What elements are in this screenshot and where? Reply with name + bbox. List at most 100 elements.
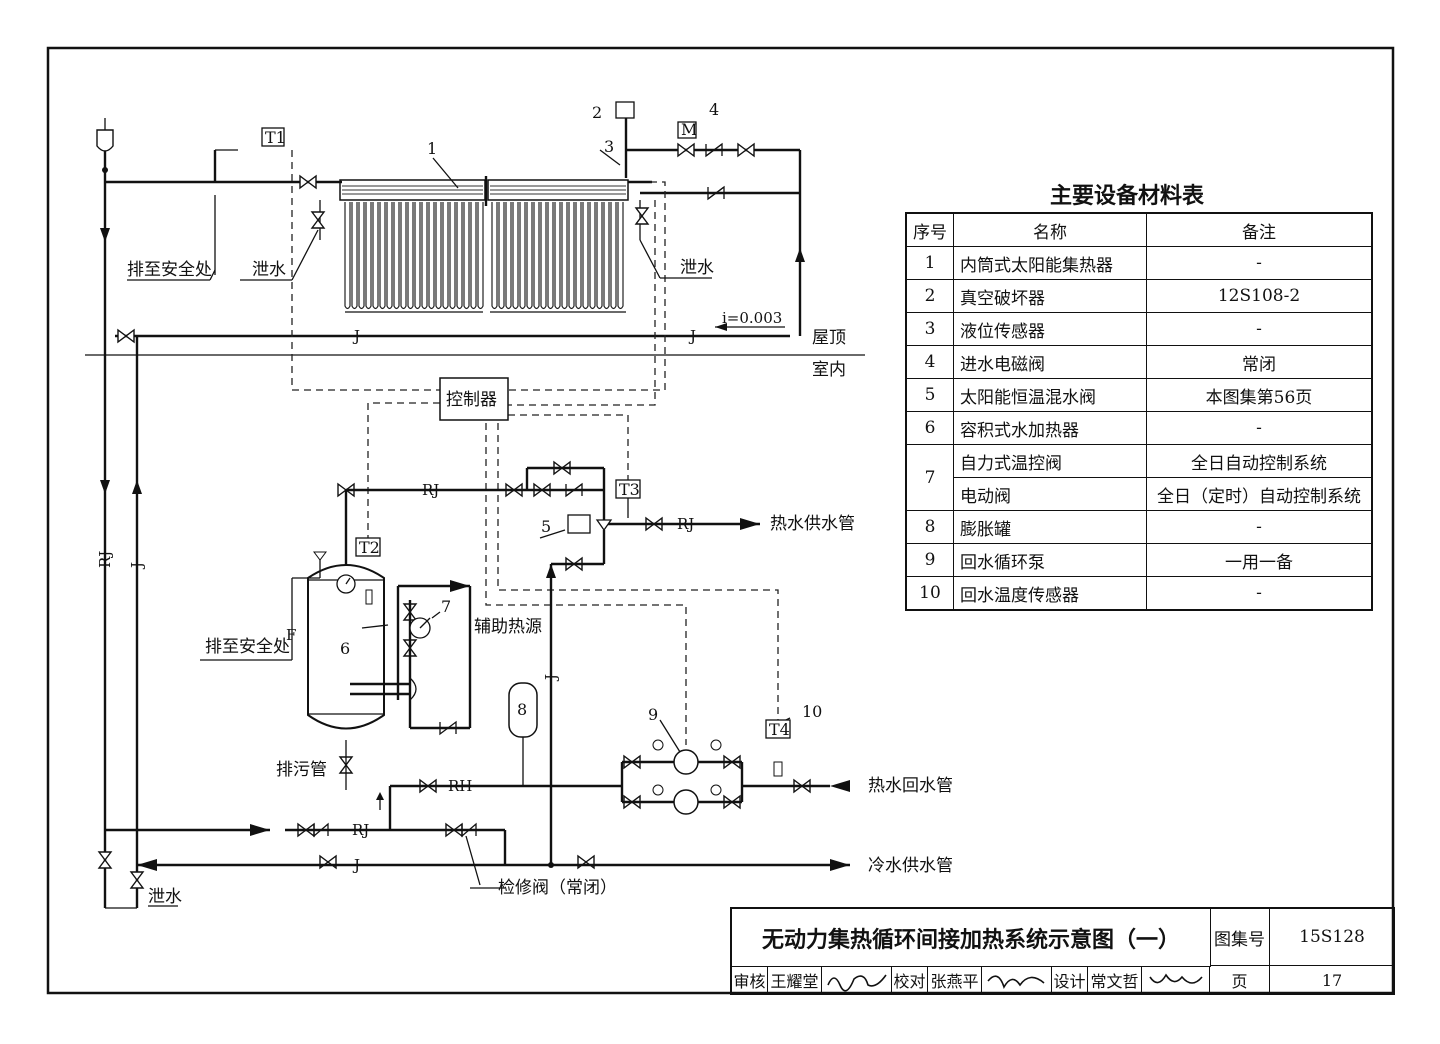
row-name: 液位传感器 xyxy=(953,312,1147,346)
label-roof: 屋顶 xyxy=(812,328,846,348)
row-note: 全日（定时）自动控制系统 xyxy=(1146,477,1373,511)
checker-name: 张燕平 xyxy=(928,966,982,995)
collector-tube xyxy=(512,202,519,310)
collector-tube xyxy=(519,202,526,310)
pipe-code-f: F xyxy=(286,626,296,644)
row-name: 回水温度传感器 xyxy=(953,576,1147,611)
row-name: 膨胀罐 xyxy=(953,510,1147,544)
label-service-valve: 检修阀（常闭） xyxy=(498,878,617,898)
title-block: 无动力集热循环间接加热系统示意图（一） 图集号 15S128 审核 王耀堂 校对… xyxy=(730,907,1395,995)
callout-10: 10 xyxy=(802,702,822,721)
pump-icon xyxy=(673,789,699,815)
row-seq: 3 xyxy=(905,312,954,346)
pipe-code-j-riser: J xyxy=(542,674,560,682)
label-discharge-safe-left: 排至安全处 xyxy=(127,260,212,280)
pipe-code-rj-top: RJ xyxy=(422,481,439,499)
label-aux-heat: 辅助热源 xyxy=(474,617,542,637)
sensor-t3 xyxy=(615,479,641,499)
sensor-t4-label: T4 xyxy=(769,720,790,739)
label-drain-right: 泄水 xyxy=(680,258,714,278)
label-cold-supply: 冷水供水管 xyxy=(868,856,953,876)
designer-name: 常文哲 xyxy=(1088,966,1142,995)
pipe-code-rh: RH xyxy=(448,777,472,795)
row-seq: 1 xyxy=(905,246,954,280)
row-seq: 9 xyxy=(905,543,954,577)
collector-tube xyxy=(470,202,477,310)
design-label: 设计 xyxy=(1052,966,1088,995)
water-heater xyxy=(291,551,417,790)
collector-tube xyxy=(344,202,351,310)
collector-tube xyxy=(498,202,505,310)
sensor-t2-label: T2 xyxy=(359,538,380,557)
row-note: 本图集第56页 xyxy=(1146,378,1373,412)
collector-tube xyxy=(442,202,449,310)
diagram-text: T1 T2 T3 T4 M 1 2 3 4 5 6 7 8 9 10 排至安全处… xyxy=(96,100,953,907)
materials-table: 序号 名称 备注 1 内筒式太阳能集热器 - 2 真空破坏器 12S108-2 … xyxy=(905,212,1373,611)
collector-tube xyxy=(582,202,589,310)
signature-icon xyxy=(826,974,887,992)
header-seq: 序号 xyxy=(905,212,954,247)
label-discharge-safe-tank: 排至安全处 xyxy=(205,637,290,657)
reviewer-signature xyxy=(822,966,892,995)
materials-table-title: 主要设备材料表 xyxy=(1050,184,1205,209)
row-seq: 6 xyxy=(905,411,954,445)
callout-6: 6 xyxy=(340,639,350,658)
designer-signature xyxy=(1142,966,1210,995)
header-name: 名称 xyxy=(953,212,1147,247)
row-name: 内筒式太阳能集热器 xyxy=(953,246,1147,280)
collector-tube xyxy=(435,202,442,310)
control-signal-lines xyxy=(291,150,779,745)
label-sewage: 排污管 xyxy=(276,760,327,780)
collector-tube xyxy=(351,202,358,310)
collector-tube xyxy=(603,202,610,310)
solenoid-m xyxy=(677,121,697,139)
table-row: 5 太阳能恒温混水阀 本图集第56页 xyxy=(905,378,1373,412)
collector-tube xyxy=(568,202,575,310)
row-seq: 10 xyxy=(905,576,954,611)
callout-5: 5 xyxy=(541,517,551,536)
collector-tube xyxy=(421,202,428,310)
row-seq: 4 xyxy=(905,345,954,379)
label-slope: i=0.003 xyxy=(722,309,782,327)
collector-tube xyxy=(386,202,393,310)
collector-tube xyxy=(540,202,547,310)
pipe-code-j-bottom: J xyxy=(352,856,360,874)
controller-box xyxy=(439,377,509,421)
table-row: 8 膨胀罐 - xyxy=(905,510,1373,544)
page-label: 页 xyxy=(1210,966,1270,995)
controller-label: 控制器 xyxy=(446,390,497,410)
label-hot-return: 热水回水管 xyxy=(868,776,953,796)
row-note: 12S108-2 xyxy=(1146,279,1373,313)
indoor-distribution xyxy=(100,228,850,909)
table-row: 3 液位传感器 - xyxy=(905,312,1373,346)
collector-tube xyxy=(575,202,582,310)
pipe-code-j-vertical: J xyxy=(128,562,146,570)
signature-icon xyxy=(986,975,1045,989)
review-label: 审核 xyxy=(732,966,768,995)
check-label: 校对 xyxy=(892,966,928,995)
atlas-label: 图集号 xyxy=(1210,909,1270,966)
label-indoor: 室内 xyxy=(812,360,846,380)
collector-tube xyxy=(533,202,540,310)
callout-4: 4 xyxy=(709,100,719,119)
collector-tube xyxy=(589,202,596,310)
header-note: 备注 xyxy=(1146,212,1373,247)
row-note: - xyxy=(1146,246,1373,280)
collector-tube xyxy=(358,202,365,310)
label-drain-bottom: 泄水 xyxy=(148,887,182,907)
collector-tube xyxy=(400,202,407,310)
pipe-code-rj-vertical: RJ xyxy=(96,551,114,568)
callout-3: 3 xyxy=(604,137,614,156)
row-note: 常闭 xyxy=(1146,345,1373,379)
callout-7: 7 xyxy=(441,597,451,616)
collector-tube xyxy=(449,202,456,310)
collector-tube xyxy=(491,202,498,310)
row-name: 电动阀 xyxy=(953,477,1147,511)
row-note: 全日自动控制系统 xyxy=(1146,444,1373,478)
collector-tube xyxy=(456,202,463,310)
collector-tube xyxy=(526,202,533,310)
vacuum-breaker-box xyxy=(615,101,635,119)
sensor-t1 xyxy=(261,127,285,147)
table-row: 9 回水循环泵 一用一备 xyxy=(905,543,1373,577)
